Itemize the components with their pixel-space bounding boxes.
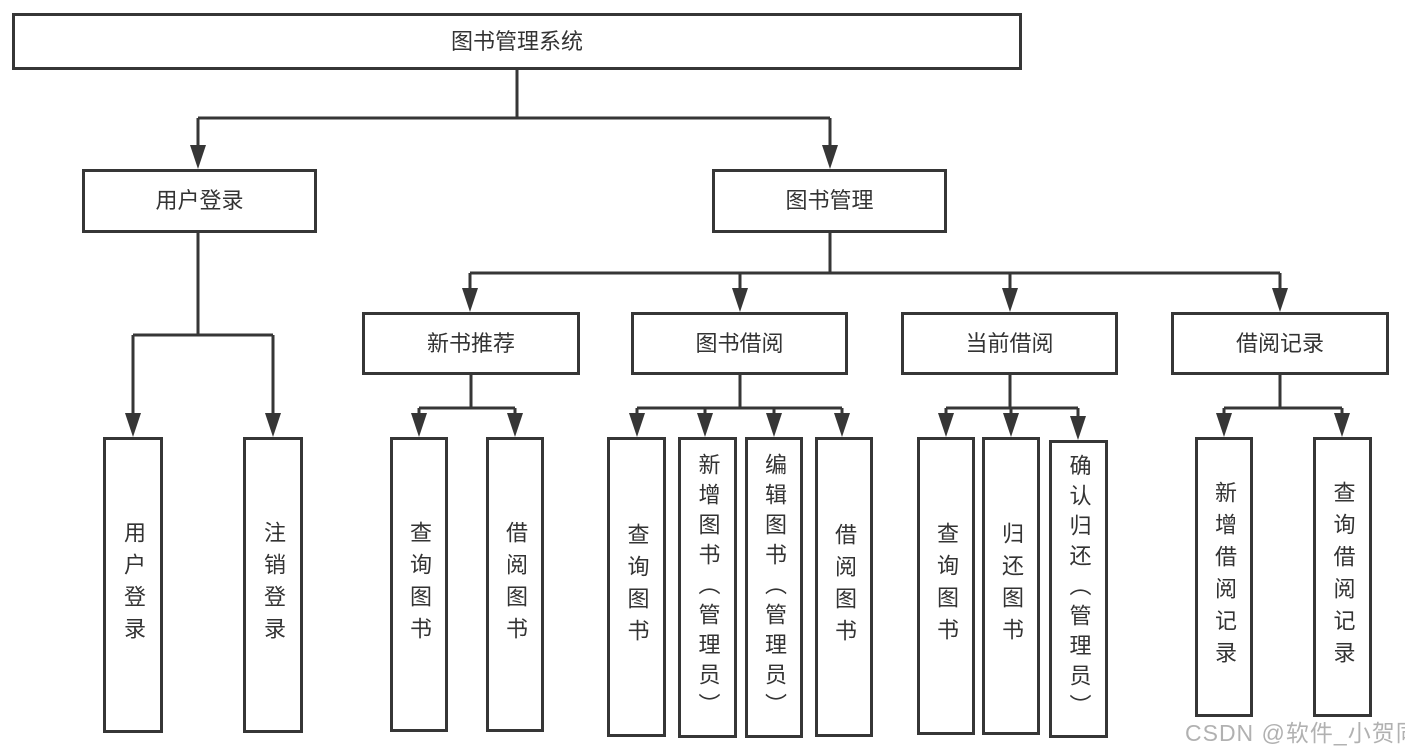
node-label: 图书管理 bbox=[785, 188, 874, 213]
leaf-label: 确认归还（管理员） bbox=[1066, 454, 1092, 724]
node-label: 当前借阅 bbox=[965, 330, 1054, 356]
node-label: 图书管理系统 bbox=[450, 28, 583, 54]
arrowheads bbox=[125, 145, 1350, 440]
leaf-label: 注销登录 bbox=[261, 521, 286, 649]
leaf-edit-book-admin: 编辑图书（管理员） bbox=[745, 437, 803, 738]
node-borrow-records: 借阅记录 bbox=[1171, 312, 1389, 375]
node-label: 借阅记录 bbox=[1235, 330, 1324, 356]
leaf-label: 归还图书 bbox=[999, 522, 1024, 650]
leaf-query-book-recommend: 查询图书 bbox=[390, 437, 448, 732]
node-book-borrow: 图书借阅 bbox=[631, 312, 848, 375]
leaf-borrow-book-recommend: 借阅图书 bbox=[486, 437, 544, 732]
leaf-add-borrow-record: 新增借阅记录 bbox=[1195, 437, 1253, 717]
leaf-label: 编辑图书（管理员） bbox=[762, 452, 787, 723]
leaf-label: 新增借阅记录 bbox=[1212, 481, 1237, 673]
leaf-borrow-book: 借阅图书 bbox=[815, 437, 873, 737]
leaf-label: 借阅图书 bbox=[832, 523, 857, 651]
node-new-book-recommend: 新书推荐 bbox=[362, 312, 580, 375]
node-user-login: 用户登录 bbox=[82, 169, 317, 233]
connector-paths bbox=[131, 70, 1344, 417]
leaf-label: 查询图书 bbox=[407, 520, 432, 649]
node-label: 用户登录 bbox=[155, 188, 244, 213]
node-library-management-system: 图书管理系统 bbox=[12, 13, 1022, 70]
leaf-label: 查询图书 bbox=[624, 523, 650, 651]
leaf-query-book-current: 查询图书 bbox=[917, 437, 975, 735]
leaf-confirm-return-admin: 确认归还（管理员） bbox=[1049, 440, 1108, 738]
leaf-label: 查询图书 bbox=[934, 522, 959, 650]
node-label: 新书推荐 bbox=[426, 330, 515, 356]
leaf-label: 查询借阅记录 bbox=[1330, 481, 1356, 673]
node-current-borrow: 当前借阅 bbox=[901, 312, 1118, 375]
leaf-label: 借阅图书 bbox=[503, 520, 528, 649]
node-book-management: 图书管理 bbox=[712, 169, 947, 233]
leaf-query-book-borrow: 查询图书 bbox=[607, 437, 666, 737]
leaf-add-book-admin: 新增图书（管理员） bbox=[678, 437, 737, 738]
leaf-logout: 注销登录 bbox=[243, 437, 303, 733]
leaf-label: 用户登录 bbox=[121, 521, 146, 649]
leaf-label: 新增图书（管理员） bbox=[695, 452, 721, 723]
node-label: 图书借阅 bbox=[695, 330, 784, 356]
leaf-query-borrow-record: 查询借阅记录 bbox=[1313, 437, 1372, 717]
csdn-watermark: CSDN @软件_小贺同学 bbox=[1185, 720, 1405, 746]
leaf-user-login: 用户登录 bbox=[103, 437, 163, 733]
leaf-return-book: 归还图书 bbox=[982, 437, 1040, 735]
